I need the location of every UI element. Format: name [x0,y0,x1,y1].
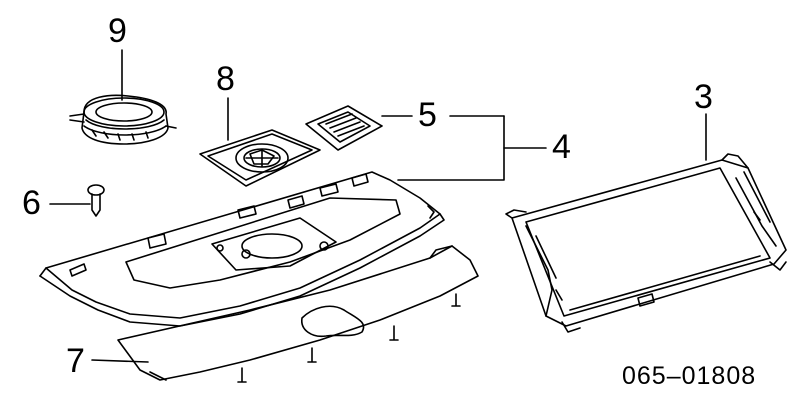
diagram-code: 065–01808 [622,362,757,390]
callout-5: 5 [418,96,437,134]
clip-part [87,184,105,217]
speaker-grille-plate [199,129,321,187]
package-tray-panel [39,171,445,327]
callout-7: 7 [66,342,85,380]
vent-cover [305,105,383,151]
bracket-4 [397,115,505,181]
callout-4: 4 [552,128,571,166]
speaker-part [69,94,177,145]
rear-window-frame [505,153,787,333]
leader-7 [91,359,149,363]
callout-6: 6 [22,184,41,222]
lower-trim-panel [117,245,479,383]
callout-8: 8 [216,60,235,98]
callout-9: 9 [108,12,127,50]
callout-3: 3 [694,78,713,116]
